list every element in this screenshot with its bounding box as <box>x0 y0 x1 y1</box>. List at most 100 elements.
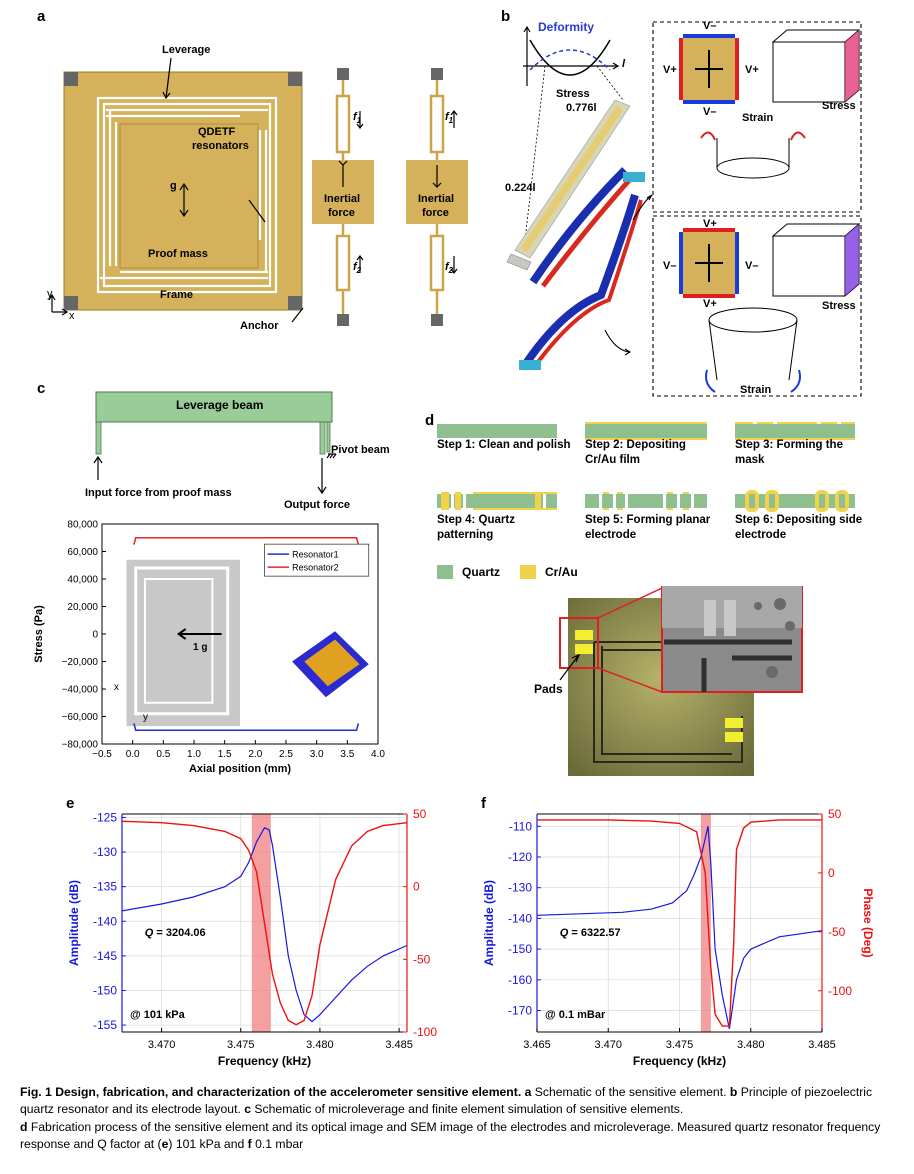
x-tick-label: 3.480 <box>737 1039 765 1051</box>
y-axis-label: Stress (Pa) <box>33 605 45 663</box>
microleverage-schematic <box>93 391 337 495</box>
x-tick-label: 3.5 <box>340 749 354 760</box>
f2-label-left: f2 <box>353 261 362 276</box>
pad-2 <box>575 644 593 654</box>
y-tick-label: -150 <box>508 942 532 956</box>
leverage-label: Leverage <box>162 44 211 56</box>
x-tick-label: −0.5 <box>92 749 112 760</box>
step6-label: Step 6: Depositing side electrode <box>735 514 863 541</box>
piezo-principle-diagram <box>506 21 862 397</box>
y-tick-label: 20,000 <box>67 602 98 613</box>
x-tick-label: 3.470 <box>594 1039 622 1051</box>
axis-y-label: y <box>47 288 53 300</box>
force-diagram-right <box>406 68 468 326</box>
leverage-beam <box>95 391 333 423</box>
y-tick-label: 40,000 <box>67 575 98 586</box>
input-force-label: Input force from proof mass <box>85 487 232 499</box>
y2-tick-label: -100 <box>828 984 852 998</box>
x-tick-label: 3.475 <box>666 1039 694 1051</box>
pad-1 <box>575 630 593 640</box>
fem-3d-surface <box>304 639 360 687</box>
resonance-band <box>251 814 271 1032</box>
y-tick-label: -160 <box>508 973 532 987</box>
panel-label-c: c <box>37 380 46 397</box>
y-tick-label: -135 <box>93 880 117 894</box>
amplitude-series <box>121 827 408 1023</box>
y-tick-label: -125 <box>93 810 117 824</box>
strip-step5 <box>585 494 707 508</box>
x-tick-label: 1.5 <box>218 749 232 760</box>
vplus-top-right: V+ <box>745 64 759 76</box>
stress-bottom-label: Stress <box>822 300 856 312</box>
y2-tick-label: 0 <box>413 880 420 894</box>
pad-3 <box>725 718 743 728</box>
vplus-top-left: V+ <box>663 64 677 76</box>
phase-series <box>121 820 408 1026</box>
stress-top-label: Stress <box>822 100 856 112</box>
inset-axis-y-label: y <box>143 712 148 723</box>
y-axis-label: Amplitude (dB) <box>67 880 81 966</box>
vplus-bottom-1: V+ <box>703 218 717 230</box>
leverage-gap-outline <box>96 96 278 294</box>
frac-0776-label: 0.776l <box>566 102 597 114</box>
layout-box-bottom <box>652 215 862 397</box>
fem-inset <box>126 559 240 727</box>
strain-top-label: Strain <box>742 112 774 124</box>
l-axis-label: l <box>622 58 626 70</box>
panel-label-a: a <box>37 8 46 25</box>
frame-label: Frame <box>160 289 194 301</box>
fabrication-steps-strips <box>437 422 855 512</box>
y-tick-label: -170 <box>508 1004 532 1018</box>
f1-label-right: f1 <box>445 111 454 126</box>
amplitude-series <box>536 826 823 1030</box>
vplus-bottom-2: V+ <box>703 298 717 310</box>
step4-label: Step 4: Quartz patterning <box>437 514 515 541</box>
g-label: g <box>170 180 177 192</box>
phase-series <box>537 819 822 1027</box>
y-tick-label: -145 <box>93 949 117 963</box>
qdetf-label-1: QDETF <box>198 126 236 138</box>
electrode-top <box>679 34 739 104</box>
legend-label-resonator2: Resonator2 <box>292 563 339 573</box>
anchor-label: Anchor <box>240 320 279 332</box>
deformity-label: Deformity <box>538 20 595 34</box>
x-tick-label: 3.465 <box>523 1039 551 1051</box>
y-tick-label: -140 <box>93 914 117 928</box>
leverage-beam-label: Leverage beam <box>176 398 264 412</box>
cube-bottom <box>771 223 861 297</box>
panel-label-d: d <box>425 412 435 429</box>
x-tick-label: 4.0 <box>371 749 385 760</box>
x-tick-label: 3.480 <box>306 1039 334 1051</box>
deformity-curve <box>529 49 611 71</box>
y-tick-label: −20,000 <box>62 657 99 668</box>
vminus-top-2: V– <box>703 106 717 118</box>
y2-axis-label: Phase (Deg) <box>861 888 875 957</box>
one-g-label: 1 g <box>193 642 208 653</box>
step2-label: Step 2: Depositing Cr/Au film <box>585 439 686 466</box>
anchor-tr <box>288 72 302 86</box>
condition-label: @ 101 kPa <box>130 1009 186 1021</box>
panel-label-f: f <box>481 795 486 812</box>
one-g-arrowhead <box>176 628 187 640</box>
y2-tick-label: 50 <box>828 807 842 821</box>
y-tick-label: −40,000 <box>62 685 99 696</box>
y-axis-label: Amplitude (dB) <box>482 880 496 966</box>
fem-proof-mass <box>143 578 214 704</box>
y-tick-label: -130 <box>508 881 532 895</box>
force-diagram-left <box>312 68 374 326</box>
legend-crau-label: Cr/Au <box>545 565 578 579</box>
x-tick-label: 2.0 <box>248 749 262 760</box>
series-resonator1 <box>133 723 360 731</box>
pad-4 <box>725 732 743 742</box>
y-tick-label: 60,000 <box>67 547 98 558</box>
x-tick-label: 0.0 <box>126 749 140 760</box>
y-tick-label: 80,000 <box>67 520 98 531</box>
y-tick-label: -130 <box>93 845 117 859</box>
y2-tick-label: -50 <box>828 925 846 939</box>
anchor-br <box>288 296 302 310</box>
y-tick-label: -140 <box>508 911 532 925</box>
proof-mass-label: Proof mass <box>148 248 208 260</box>
q-factor-label: Q = 3204.06 <box>145 927 206 939</box>
resonance-band <box>700 814 711 1032</box>
